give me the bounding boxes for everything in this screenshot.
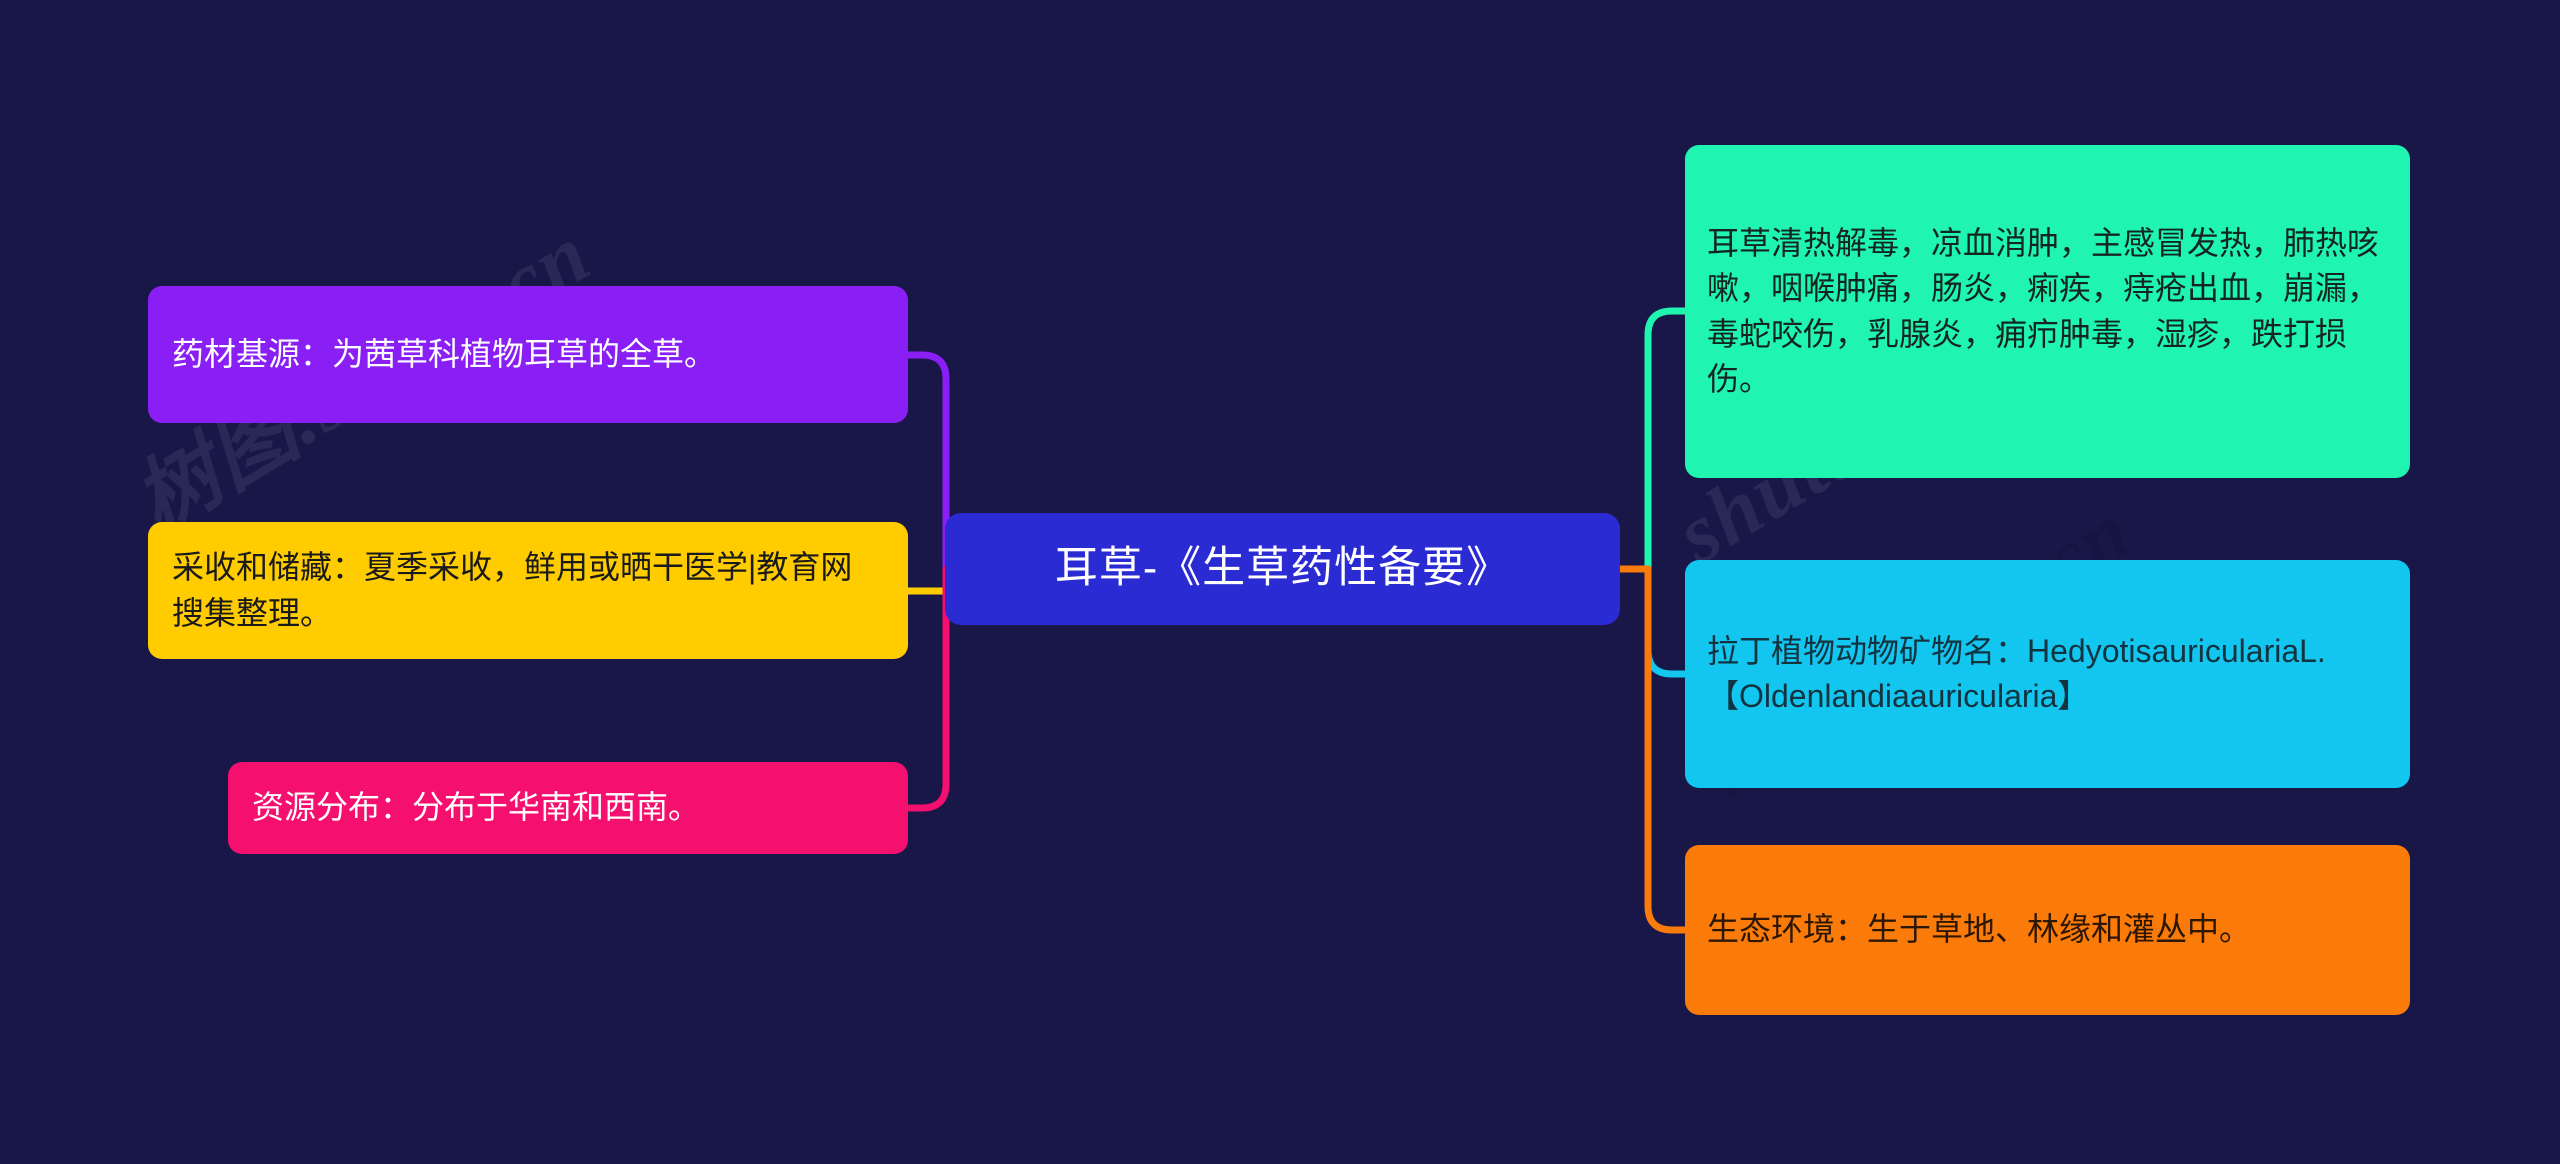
node-harvest-storage-label: 采收和储藏：夏季采收，鲜用或晒干医学|教育网搜集整理。 [172,549,853,631]
node-efficacy[interactable]: 耳草清热解毒，凉血消肿，主感冒发热，肺热咳嗽，咽喉肿痛，肠炎，痢疾，痔疮出血，崩… [1685,145,2410,478]
connector-medicinal-source [904,351,950,573]
connector-resource-distribution [904,565,950,812]
node-harvest-storage[interactable]: 采收和储藏：夏季采收，鲜用或晒干医学|教育网搜集整理。 [148,522,908,659]
node-medicinal-source-label: 药材基源：为茜草科植物耳草的全草。 [172,335,717,372]
node-root-topic-label: 耳草-《生草药性备要》 [1054,544,1511,593]
node-latin-name[interactable]: 拉丁植物动物矿物名：HedyotisauriculariaL.【Oldenlan… [1685,560,2410,788]
connector-habitat [1644,565,1689,934]
node-resource-distribution[interactable]: 资源分布：分布于华南和西南。 [228,762,908,854]
connector-latin-name [1644,565,1689,678]
node-medicinal-source[interactable]: 药材基源：为茜草科植物耳草的全草。 [148,286,908,423]
node-resource-distribution-label: 资源分布：分布于华南和西南。 [252,789,701,826]
node-habitat[interactable]: 生态环境：生于草地、林缘和灌丛中。 [1685,845,2410,1015]
node-efficacy-label: 耳草清热解毒，凉血消肿，主感冒发热，肺热咳嗽，咽喉肿痛，肠炎，痢疾，痔疮出血，崩… [1707,224,2380,397]
node-habitat-label: 生态环境：生于草地、林缘和灌丛中。 [1707,911,2252,948]
node-root-topic[interactable]: 耳草-《生草药性备要》 [945,513,1620,625]
node-latin-name-label: 拉丁植物动物矿物名：HedyotisauriculariaL.【Oldenlan… [1707,632,2326,714]
